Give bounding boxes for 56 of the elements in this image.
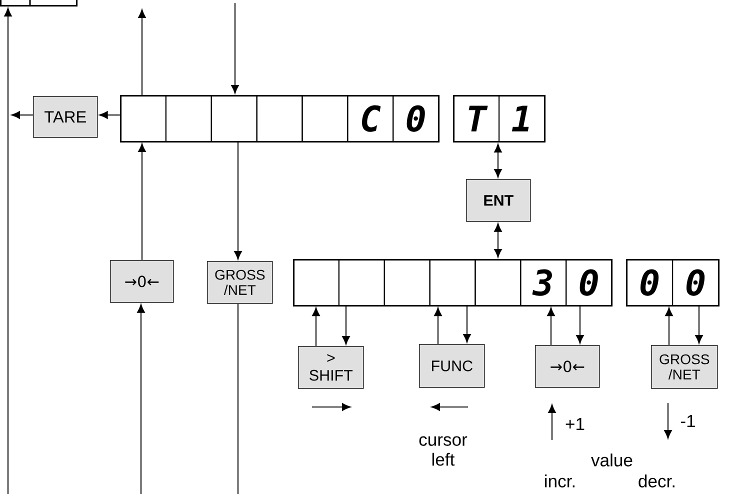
arrow [342, 306, 350, 345]
arrow [234, 142, 242, 260]
arrow [11, 111, 33, 119]
key-button: →0← [535, 345, 600, 388]
key-button: > SHIFT [298, 346, 364, 389]
display-panel [453, 95, 546, 143]
connector-line [237, 304, 239, 494]
annotation-text: cursor left [419, 436, 468, 466]
arrow [312, 307, 320, 346]
arrow [576, 306, 584, 344]
arrow [695, 306, 703, 344]
arrow [99, 111, 120, 119]
key-button: ENT [466, 179, 531, 222]
annotation-text: -1 [680, 414, 695, 428]
annotation-text: +1 [566, 418, 584, 430]
display-panel [0, 0, 78, 7]
digit-cell [429, 259, 476, 306]
digit-cell: C [347, 95, 394, 142]
digit-cell [120, 95, 166, 142]
arrow [547, 307, 555, 345]
arrow [494, 223, 502, 258]
digit-cell: 1 [498, 95, 546, 142]
key-button: →0← [110, 260, 174, 303]
arrow [4, 8, 12, 494]
annotation-text: decr. [638, 474, 674, 488]
digit-cell [210, 95, 258, 142]
digit-cell [338, 259, 385, 306]
arrow [138, 143, 146, 260]
arrow [494, 144, 502, 178]
display-panel [626, 259, 720, 307]
arrow [463, 306, 471, 343]
digit-cell: 0 [392, 95, 440, 142]
key-button: GROSS /NET [651, 345, 718, 389]
annotation-text: incr. [545, 474, 574, 488]
digit-cell: 0 [672, 259, 720, 306]
digit-cell [293, 259, 340, 306]
digit-cell: 0 [566, 259, 612, 306]
digit-cell [165, 95, 212, 142]
key-button: TARE [33, 96, 98, 138]
digit-cell: 3 [520, 259, 567, 306]
display-panel [120, 95, 440, 143]
digit-cell [302, 95, 348, 142]
display-panel [293, 259, 613, 307]
arrow [137, 304, 145, 494]
digit-cell [474, 259, 522, 306]
arrow [665, 307, 673, 345]
arrow [434, 307, 442, 344]
digit-cell [256, 95, 303, 142]
digit-cell: 0 [626, 259, 674, 306]
digit-cell [384, 259, 430, 306]
key-button: FUNC [419, 344, 485, 388]
arrow [138, 9, 146, 95]
key-button: GROSS /NET [207, 261, 273, 304]
annotation-text: value [591, 454, 632, 466]
digit-cell: T [453, 95, 500, 142]
arrow [231, 3, 239, 94]
